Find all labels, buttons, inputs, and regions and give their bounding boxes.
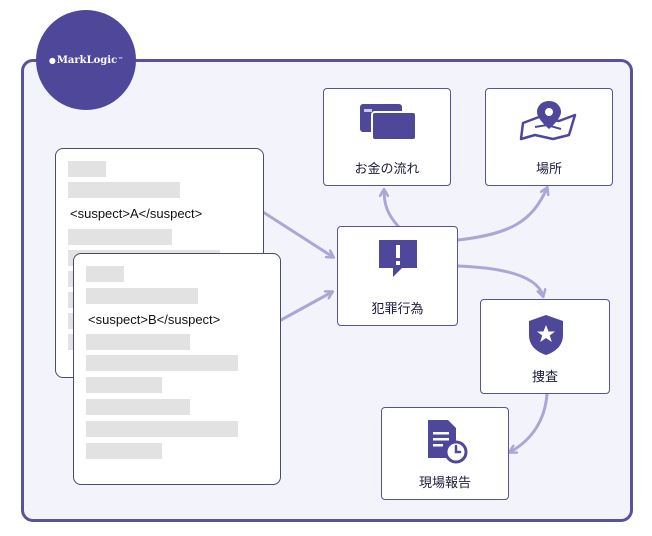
placeholder-line <box>68 182 180 198</box>
document-clock-icon <box>428 420 468 464</box>
placeholder-line <box>86 399 190 415</box>
node-place-label: 場所 <box>535 162 562 177</box>
doc-b-xml: <suspect>B</suspect> <box>88 312 221 327</box>
placeholder-line <box>86 355 238 371</box>
alert-speech-bubble-icon <box>379 240 417 277</box>
node-crime: 犯罪行為 <box>337 226 458 326</box>
doc-a-xml: <suspect>A</suspect> <box>70 206 203 221</box>
logo-mark-icon: ● <box>48 55 56 65</box>
credit-cards-icon <box>360 104 417 141</box>
logo-trademark: ™ <box>118 57 124 63</box>
node-crime-label: 犯罪行為 <box>371 302 424 317</box>
node-money-label: お金の流れ <box>354 162 420 177</box>
placeholder-line <box>86 334 190 350</box>
arrow-doc-a-to-crime <box>261 210 333 257</box>
arrow-crime-to-place <box>456 188 547 242</box>
placeholder-line <box>86 288 198 304</box>
logo-text: MarkLogic <box>56 54 118 66</box>
placeholder-line <box>86 266 124 282</box>
placeholder-line <box>86 421 238 437</box>
node-money: お金の流れ <box>323 88 451 186</box>
police-badge-icon <box>529 315 563 355</box>
map-pin-icon <box>519 101 577 141</box>
placeholder-line <box>68 229 172 245</box>
node-investigation: 捜査 <box>480 299 610 394</box>
node-investigation-label: 捜査 <box>531 370 558 385</box>
arrow-doc-b-to-crime <box>279 292 332 322</box>
arrow-crime-to-investigation <box>456 264 543 296</box>
placeholder-line <box>86 377 162 393</box>
document-b: <suspect>B</suspect> <box>73 253 281 485</box>
placeholder-line <box>68 161 106 177</box>
node-report: 現場報告 <box>381 407 509 500</box>
arrow-crime-to-money <box>384 190 400 228</box>
node-place: 場所 <box>485 88 613 186</box>
placeholder-line <box>86 443 162 459</box>
arrow-investigation-to-report <box>510 392 549 452</box>
node-report-label: 現場報告 <box>418 476 471 491</box>
